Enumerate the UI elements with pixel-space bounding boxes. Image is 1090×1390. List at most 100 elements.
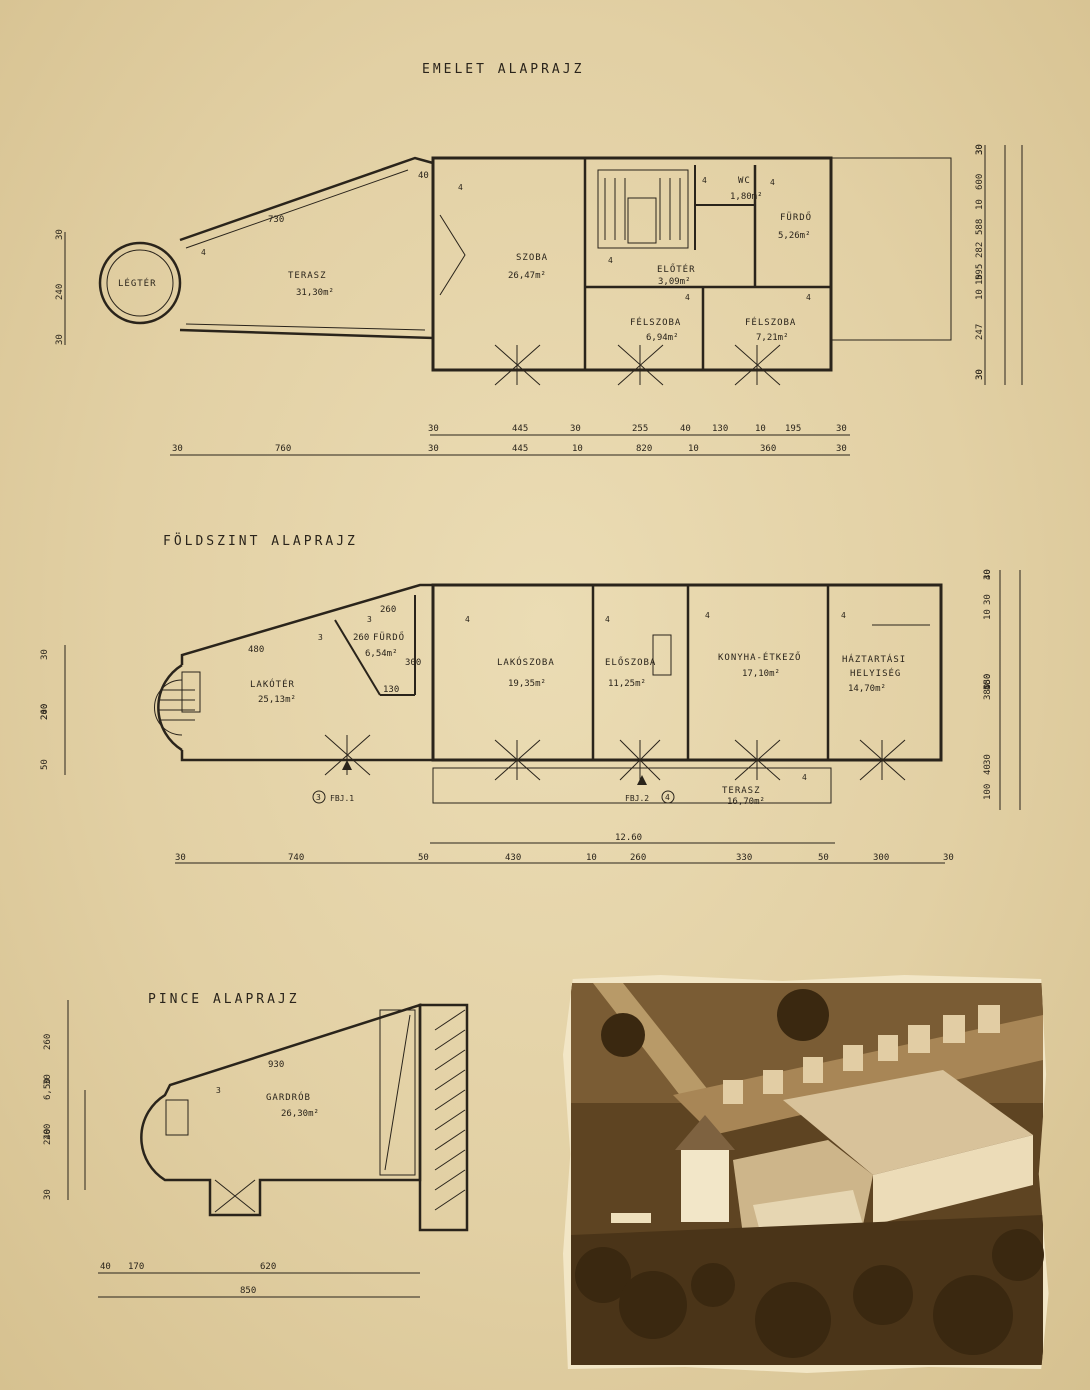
dimension-label: 170 xyxy=(128,1262,144,1272)
basement-stair xyxy=(165,1099,189,1136)
dimension-label: 595 xyxy=(975,264,985,280)
basement-walls xyxy=(140,1003,422,1217)
tag-terasz-upper: 4 xyxy=(201,248,206,257)
basement-title: PINCE ALAPRAJZ xyxy=(148,992,300,1007)
note-130: 130 xyxy=(383,685,399,695)
tag-wc: 4 xyxy=(702,176,707,185)
dimension-label: 30 xyxy=(55,334,65,345)
room-area-lakoter: 25,13m² xyxy=(258,695,296,705)
upper-dimension-lines xyxy=(64,145,1023,456)
dimension-label: 240 xyxy=(40,704,50,720)
room-area-lakoszoba: 19,35m² xyxy=(508,679,546,689)
tag-lakoter: 3 xyxy=(318,633,323,642)
room-area-wc: 1,80m² xyxy=(730,192,763,202)
ground-total-width: 12.60 xyxy=(615,833,642,843)
ground-dimension-lines xyxy=(64,570,1021,864)
basement-dims-row-1: 40 170 620 xyxy=(100,1262,276,1272)
upper-floor-plan: EMELET ALAPRAJZ LÉGTÉR TERASZ 31,30m² 4 … xyxy=(55,62,1023,456)
upper-terrace-inner xyxy=(185,169,426,331)
photo-bench xyxy=(611,1213,651,1223)
aerial-photo-frame xyxy=(563,975,1049,1373)
dimension-label: 30 xyxy=(428,444,439,454)
tag-bej1: 3 xyxy=(316,793,321,802)
dimension-label: 30 xyxy=(975,144,985,155)
dimension-label: 445 xyxy=(512,424,528,434)
room-area-szoba: 26,47m² xyxy=(508,271,546,281)
dimension-label: 10 xyxy=(755,424,766,434)
dimension-label: 330 xyxy=(736,853,752,863)
dimension-label: 430 xyxy=(505,853,521,863)
entrance-2-marker xyxy=(661,790,675,804)
room-area-terasz-upper: 31,30m² xyxy=(296,288,334,298)
dimension-label: 40 xyxy=(100,1262,111,1272)
room-label-helyiseg: HELYISÉG xyxy=(850,667,901,679)
room-area-terasz-ground: 16,70m² xyxy=(727,797,765,807)
dimension-label: 480 xyxy=(983,674,993,690)
room-label-lakoszoba: LAKÓSZOBA xyxy=(497,656,555,668)
basement-dims-row-2: 850 xyxy=(240,1286,256,1296)
dimension-label: 40 xyxy=(983,764,993,775)
dimension-label: 445 xyxy=(512,444,528,454)
dimension-label: 100 xyxy=(983,784,993,800)
dimension-label: 740 xyxy=(288,853,304,863)
tag-felszoba-2: 4 xyxy=(806,293,811,302)
dimension-label: 30 xyxy=(975,144,985,155)
room-label-szoba: SZOBA xyxy=(516,253,548,263)
room-label-felszoba-1: FÉLSZOBA xyxy=(630,316,681,328)
room-area-gardrob: 26,30m² xyxy=(281,1109,319,1119)
room-label-legter: LÉGTÉR xyxy=(118,277,157,289)
note-730: 730 xyxy=(268,215,284,225)
dimension-label: 10 xyxy=(688,444,699,454)
dimension-label: 30 xyxy=(570,424,581,434)
dimension-label: 30 xyxy=(943,853,954,863)
room-label-konyha: KONYHA-ÉTKEZŐ xyxy=(718,651,801,663)
photo-garden-wall xyxy=(673,1015,1043,1135)
dimension-label: 50 xyxy=(418,853,429,863)
dimension-label: 588 xyxy=(975,219,985,235)
basement-window xyxy=(214,1179,256,1213)
dimension-label: 30 xyxy=(983,569,993,580)
photo-house-roof xyxy=(783,1070,1033,1175)
dimension-label: 10 xyxy=(975,274,985,285)
entrance-2-label: FBJ.2 xyxy=(625,794,649,803)
dimension-label: 30 xyxy=(175,853,186,863)
upper-floor-title: EMELET ALAPRAJZ xyxy=(422,62,584,77)
basement-shelf xyxy=(379,1009,416,1176)
entrance-arrows xyxy=(342,760,647,785)
dimension-label: 200 xyxy=(40,704,50,720)
dimension-label: 200 xyxy=(43,1124,53,1140)
dimension-label: 10 xyxy=(983,609,993,620)
dimension-label: 620 xyxy=(260,1262,276,1272)
retaining-wall-hatch xyxy=(434,1009,466,1211)
ground-windows-doors xyxy=(324,624,930,781)
note-40: 40 xyxy=(418,171,429,181)
dimension-label: 10 xyxy=(975,289,985,300)
room-area-haztartasi: 14,70m² xyxy=(848,684,886,694)
dimension-label: 30 xyxy=(975,369,985,380)
dimension-label: 10 xyxy=(975,199,985,210)
dimension-label: 30 xyxy=(55,229,65,240)
ground-floor-title: FÖLDSZINT ALAPRAJZ xyxy=(163,532,358,549)
dimension-label: 850 xyxy=(240,1286,256,1296)
dimension-label: 30 xyxy=(172,444,183,454)
room-area-felszoba-2: 7,21m² xyxy=(756,333,789,343)
dimension-label: 195 xyxy=(785,424,801,434)
photo-tower-roof xyxy=(675,1115,735,1150)
bath-wall xyxy=(334,619,381,696)
dimension-label: 30 xyxy=(836,424,847,434)
dimension-label: 240 xyxy=(43,1129,53,1145)
tag-konyha: 4 xyxy=(705,611,710,620)
note-260a: 260 xyxy=(353,633,369,643)
entrance-1-label: FBJ.1 xyxy=(330,794,354,803)
room-area-furdo-upper: 5,26m² xyxy=(778,231,811,241)
dimension-label: 10 xyxy=(586,853,597,863)
dimension-label: 50 xyxy=(40,759,50,770)
room-label-felszoba-2: FÉLSZOBA xyxy=(745,316,796,328)
dimension-label: 30 xyxy=(40,649,50,660)
photo-shrubs xyxy=(575,989,1044,1358)
ground-walls xyxy=(591,585,830,760)
